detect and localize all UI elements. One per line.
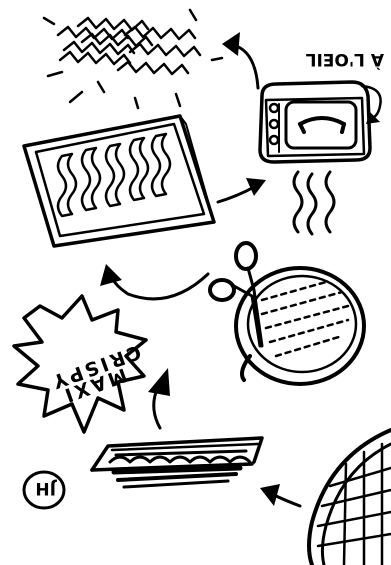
heat-waves [294,172,334,234]
arrow-tray-to-oven [218,178,266,202]
arrow-pan-to-tray [100,264,208,299]
raw-bacon-strips [58,134,170,216]
cooling-rack [309,430,391,565]
baking-tray [24,116,214,246]
signature-text: JH [35,478,57,498]
sizzle-lines [44,10,222,108]
frying-pan [236,268,364,384]
arrow-oven-to-bacon [222,32,258,88]
crispy-bacon-pile [110,451,250,487]
arrow-plate-to-burst [148,368,170,428]
pan-grease-dashes [262,282,348,356]
oven-note: À L'OEIL [305,49,384,71]
cooked-bacon-strips [58,18,200,74]
oven-curl-arrow [362,86,381,124]
oven [260,82,370,162]
arrow-rack-to-plate [260,484,300,506]
